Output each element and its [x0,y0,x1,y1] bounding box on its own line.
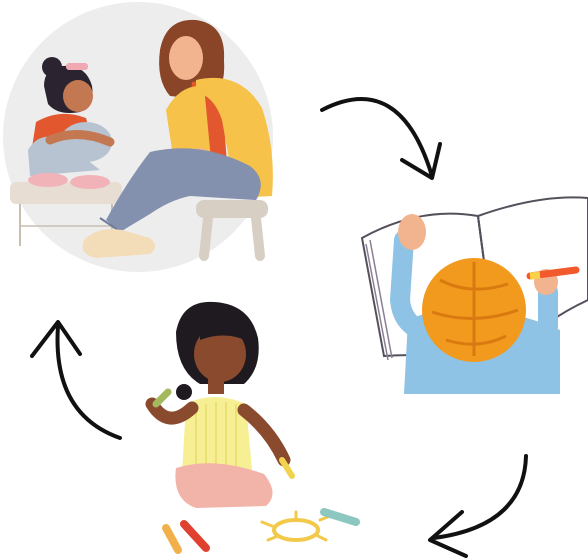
child-drawing-with-chalk-icon [152,302,356,550]
child-drawing-in-book-icon [362,197,588,394]
arrow-talk-to-read [322,99,440,178]
arrow-read-to-draw [430,456,526,556]
adult-talking-with-child-icon [3,2,273,272]
arrow-draw-to-talk [32,322,120,438]
